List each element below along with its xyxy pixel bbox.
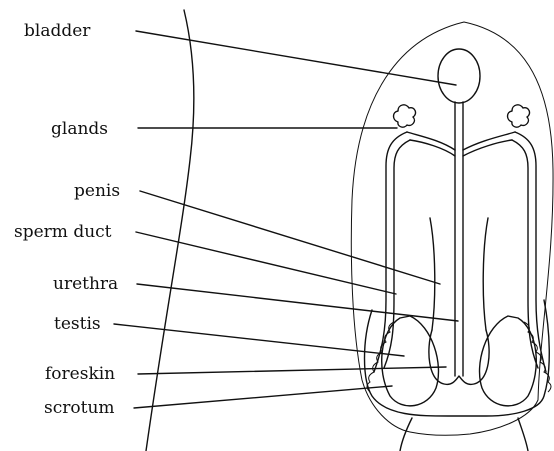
gland-left <box>394 105 416 127</box>
sperm-duct-left-outer <box>374 132 407 372</box>
sperm-duct-right-inner <box>512 140 538 368</box>
leader-urethra <box>137 284 458 321</box>
leg-left <box>400 418 412 451</box>
gland-right <box>508 105 530 127</box>
label-testis: testis <box>54 314 101 334</box>
leader-bladder <box>136 31 456 85</box>
leg-right <box>518 418 528 451</box>
urethra-shape <box>455 150 463 376</box>
label-glands: glands <box>51 119 108 139</box>
label-penis: penis <box>74 181 120 201</box>
label-sperm-duct: sperm duct <box>14 222 112 242</box>
leader-testis <box>114 324 404 356</box>
bladder-neck <box>455 102 463 150</box>
label-bladder: bladder <box>24 21 91 41</box>
leader-foreskin <box>138 367 446 374</box>
leader-scrotum <box>134 386 392 408</box>
epididymis-left <box>367 322 394 392</box>
label-scrotum: scrotum <box>44 398 115 418</box>
bladder-shape <box>438 49 480 103</box>
sperm-duct-left-top <box>407 132 455 156</box>
sperm-duct-right-top <box>463 132 515 156</box>
label-foreskin: foreskin <box>45 364 115 384</box>
sperm-duct-right-outer <box>515 132 546 372</box>
shaft-right-line <box>483 218 488 330</box>
shaft-left-line <box>430 218 435 330</box>
body-side-outline <box>146 10 194 451</box>
leader-penis <box>140 191 440 284</box>
label-urethra: urethra <box>53 274 118 294</box>
